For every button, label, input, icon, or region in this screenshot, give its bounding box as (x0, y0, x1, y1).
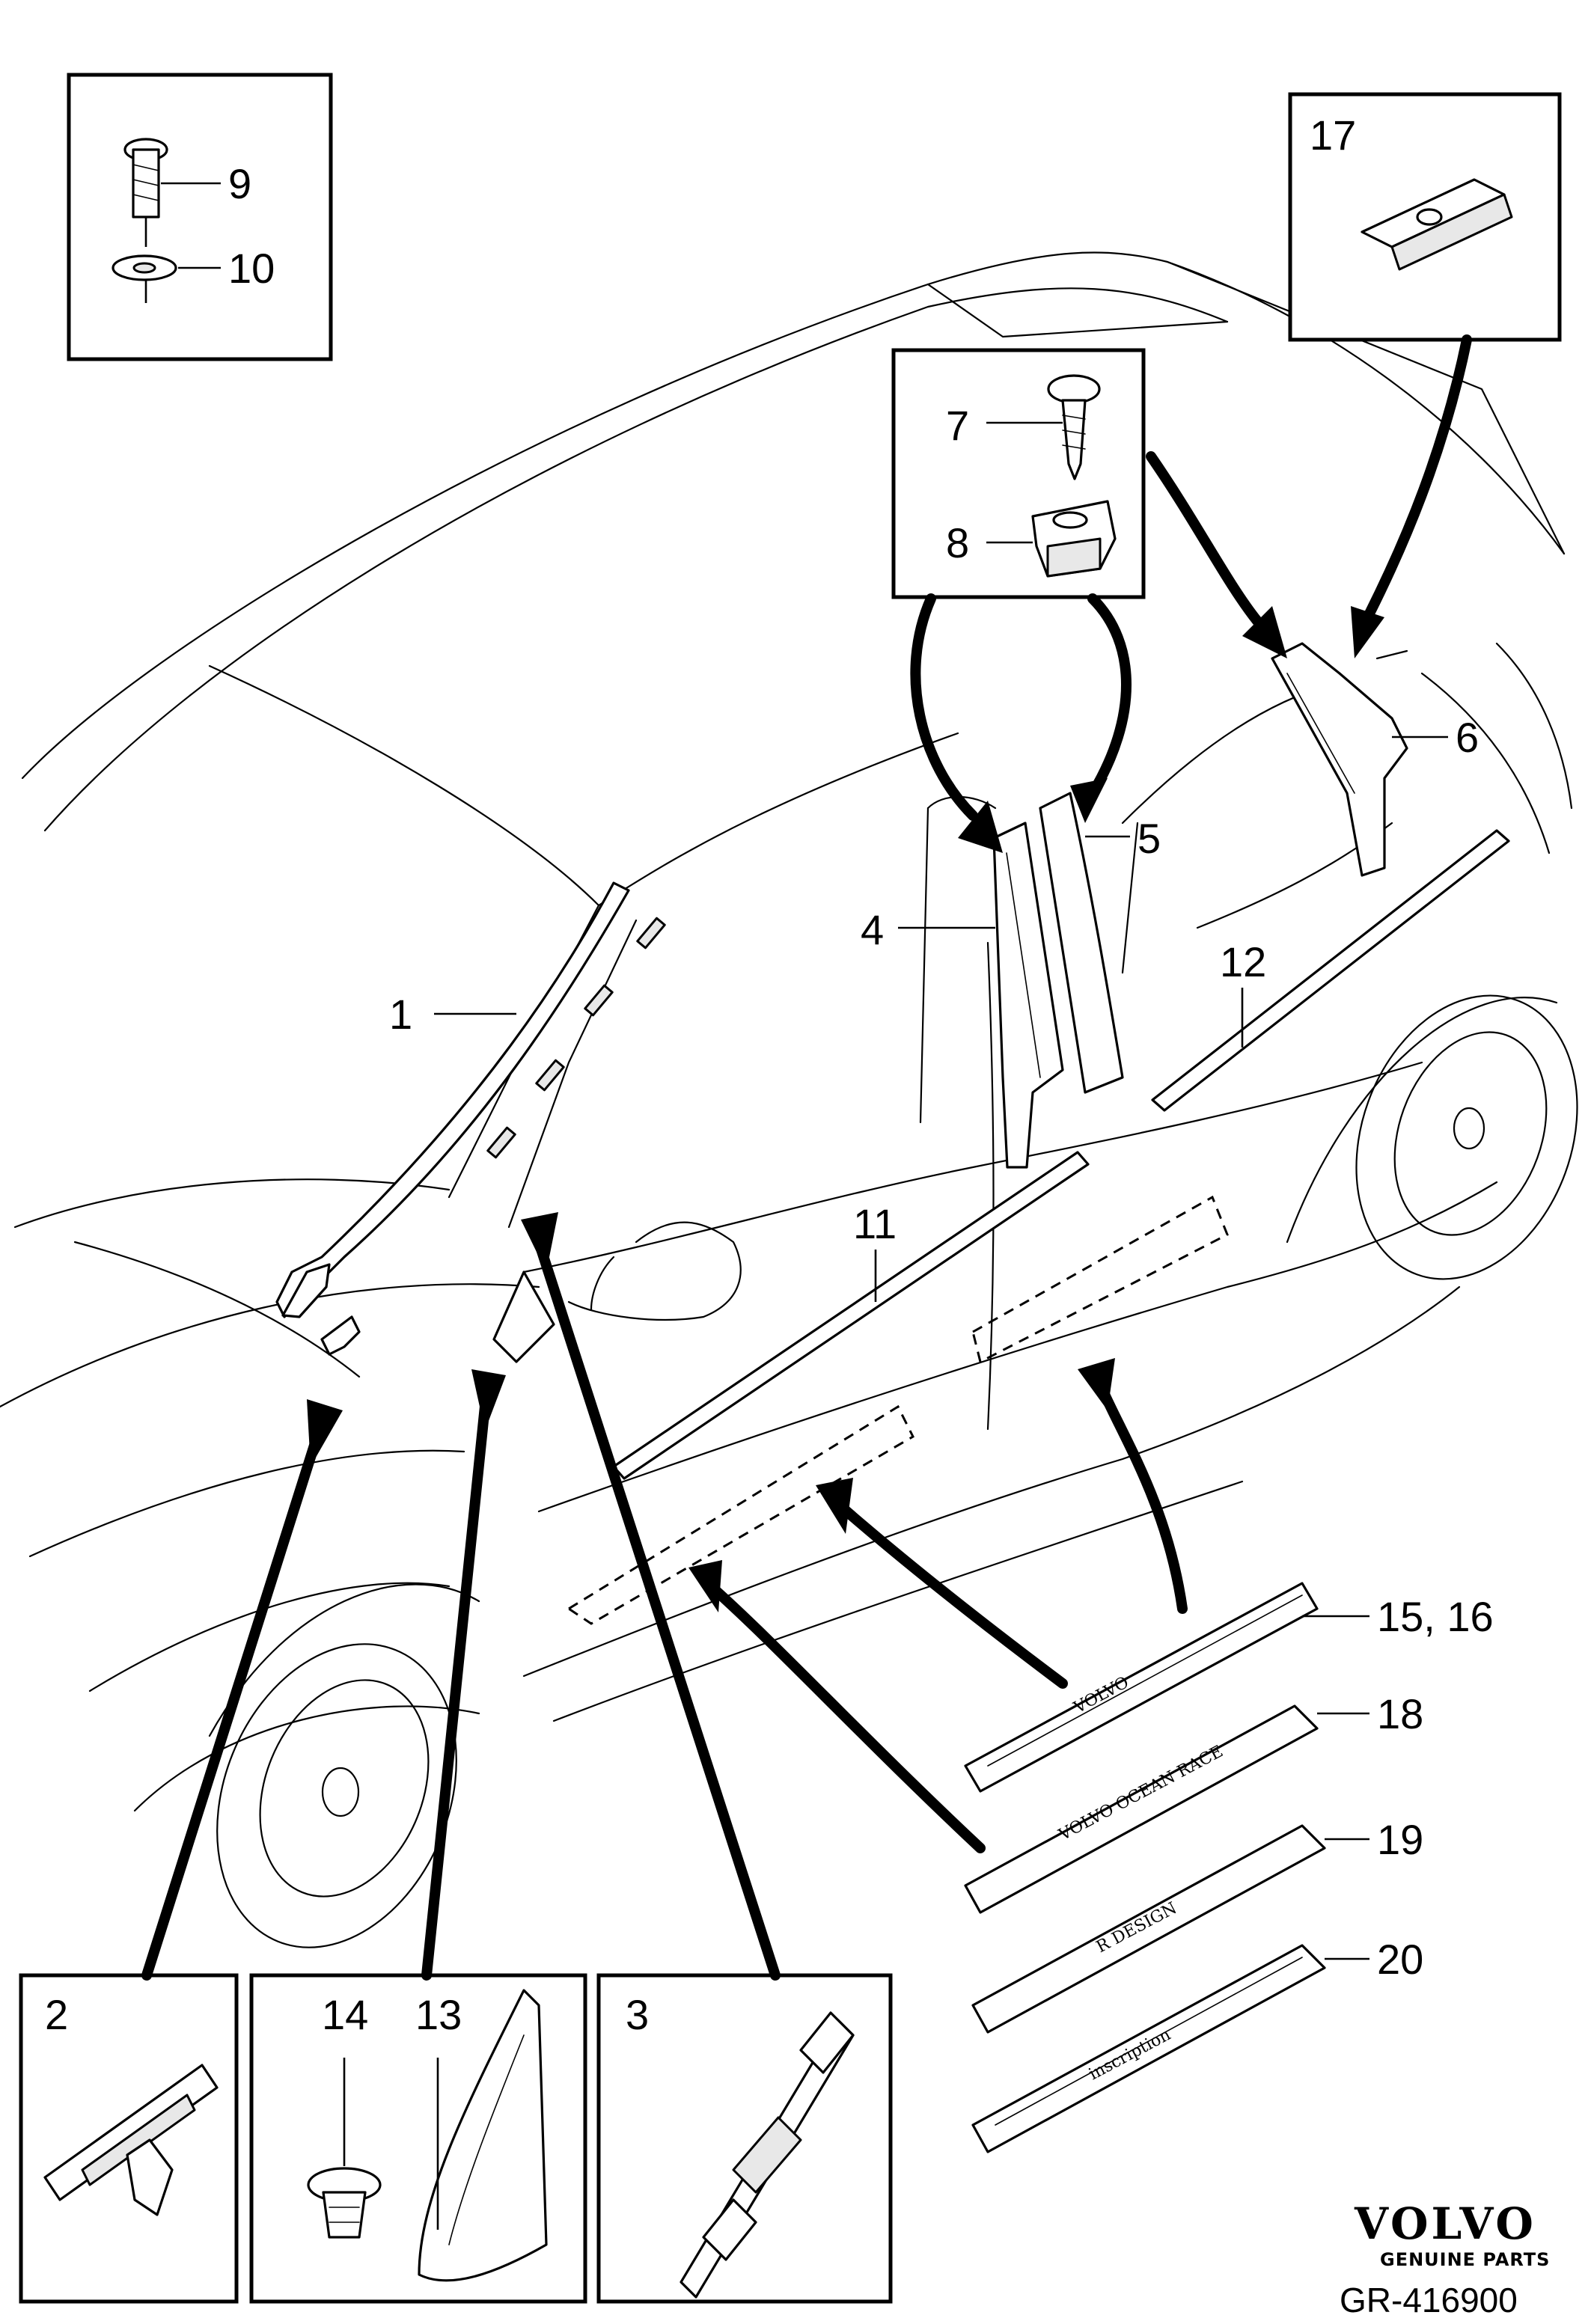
brand-block: VOLVO GENUINE PARTS GR-416900 (1340, 2198, 1550, 2320)
part-12-rear-door-moulding (1151, 829, 1510, 1112)
callout-10: 10 (228, 245, 275, 292)
sill-outline-front (567, 1404, 914, 1625)
washer-icon (112, 254, 177, 281)
inset-box-7-8 (891, 348, 1146, 599)
callout-labels: 1 2 3 4 5 6 7 8 9 10 11 12 13 14 15, 16 … (45, 111, 1494, 2038)
callout-12: 12 (1220, 938, 1266, 985)
reference-code: GR-416900 (1340, 2281, 1518, 2320)
brand-logo: VOLVO (1354, 2198, 1536, 2249)
callout-1: 1 (389, 991, 412, 1038)
u-nut-clip-icon (1361, 178, 1513, 271)
callout-2: 2 (45, 1991, 68, 2038)
part-5-b-pillar-moulding (1039, 792, 1124, 1094)
callout-19: 19 (1377, 1816, 1423, 1863)
spring-nut-icon (1031, 500, 1117, 578)
callout-20: 20 (1377, 1936, 1423, 1983)
inset-box-2 (19, 1973, 239, 2304)
callout-5: 5 (1137, 815, 1161, 862)
inset-box-9-10 (67, 73, 333, 361)
sill-plate-18-text: VOLVO OCEAN RACE (1055, 1742, 1226, 1844)
callout-6: 6 (1456, 714, 1479, 761)
callout-11: 11 (853, 1200, 897, 1247)
leader-lines (434, 736, 1448, 1960)
pointer-arrows (141, 334, 1472, 1981)
inset-box-3 (596, 1973, 893, 2304)
callout-9: 9 (228, 160, 251, 207)
car-body-outline (0, 251, 1578, 1948)
sill-outline-rear (971, 1195, 1229, 1364)
inset-box-17 (1288, 92, 1562, 342)
part-6-c-pillar-moulding (1271, 642, 1408, 877)
callout-17: 17 (1310, 111, 1356, 159)
part-4-b-pillar-moulding (992, 822, 1064, 1169)
inset-box-13-14 (249, 1973, 587, 2304)
brand-tagline: GENUINE PARTS (1380, 2249, 1550, 2270)
clip-3-icon (680, 2011, 855, 2299)
callout-3: 3 (626, 1991, 649, 2038)
callout-18: 18 (1377, 1690, 1423, 1737)
callout-13: 13 (415, 1991, 462, 2038)
part-1-a-pillar-moulding (275, 881, 666, 1356)
self-tapping-screw-icon (1047, 374, 1101, 480)
callout-4: 4 (861, 906, 884, 953)
torx-bolt-icon (123, 138, 168, 218)
triangle-cover-13-icon (418, 1989, 548, 2282)
callout-8: 8 (946, 519, 969, 566)
sill-plate-15-16: VOLVO (964, 1582, 1319, 1793)
push-clip-14-icon (307, 2167, 382, 2239)
callout-14: 14 (322, 1991, 368, 2038)
clip-2-icon (43, 2064, 219, 2216)
callout-15-16: 15, 16 (1377, 1593, 1494, 1640)
callout-7: 7 (946, 402, 969, 449)
part-11-front-door-moulding (612, 1151, 1090, 1480)
part-13-on-car (492, 1270, 555, 1363)
